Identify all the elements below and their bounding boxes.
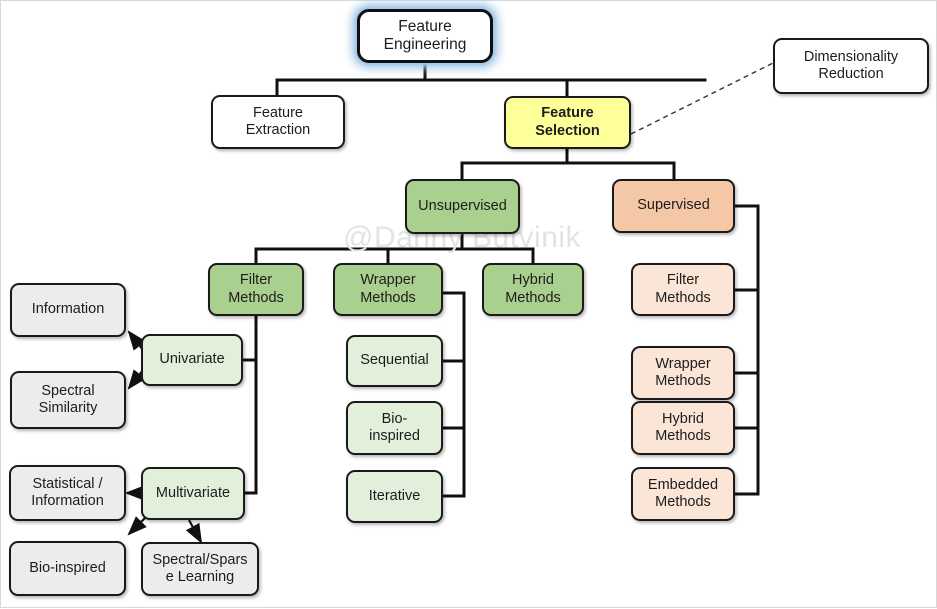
node-supervised[interactable]: Supervised: [612, 179, 735, 233]
node-unsupervised-hybrid-methods[interactable]: Hybrid Methods: [482, 263, 584, 316]
node-spectral-similarity[interactable]: Spectral Similarity: [10, 371, 126, 429]
node-label: Sequential: [360, 352, 429, 369]
node-label: Spectral/Spars e Learning: [152, 551, 248, 585]
node-statistical-information[interactable]: Statistical / Information: [9, 465, 126, 521]
node-bio-inspired-leaf[interactable]: Bio-inspired: [9, 541, 126, 596]
node-label: Wrapper Methods: [360, 272, 416, 306]
dashed-connector-dimensionality-reduction: [630, 62, 774, 135]
node-label: Supervised: [637, 197, 710, 214]
node-label: Bio- inspired: [369, 410, 420, 444]
node-label: Feature Selection: [535, 105, 600, 139]
node-bio-inspired[interactable]: Bio- inspired: [346, 401, 443, 455]
node-label: Dimensionality Reduction: [803, 48, 899, 82]
node-iterative[interactable]: Iterative: [346, 470, 443, 523]
node-label: Information: [31, 301, 105, 318]
node-label: Spectral Similarity: [38, 382, 98, 416]
node-label: Feature Engineering: [383, 17, 467, 53]
node-feature-engineering[interactable]: Feature Engineering: [357, 9, 493, 63]
node-feature-selection[interactable]: Feature Selection: [504, 96, 631, 149]
node-label: Unsupervised: [418, 197, 507, 214]
node-label: Univariate: [159, 351, 225, 368]
node-label: Multivariate: [155, 484, 231, 501]
node-label: Wrapper Methods: [655, 355, 711, 389]
node-label: Bio-inspired: [29, 559, 106, 576]
node-label: Hybrid Methods: [655, 410, 711, 444]
node-unsupervised-filter-methods[interactable]: Filter Methods: [208, 263, 304, 316]
node-supervised-embedded-methods[interactable]: Embedded Methods: [631, 467, 735, 521]
node-supervised-filter-methods[interactable]: Filter Methods: [631, 263, 735, 316]
node-supervised-hybrid-methods[interactable]: Hybrid Methods: [631, 401, 735, 455]
node-univariate[interactable]: Univariate: [141, 334, 243, 386]
node-label: Embedded Methods: [647, 476, 719, 510]
node-sequential[interactable]: Sequential: [346, 335, 443, 387]
node-label: Filter Methods: [228, 272, 284, 306]
node-unsupervised-wrapper-methods[interactable]: Wrapper Methods: [333, 263, 443, 316]
node-unsupervised[interactable]: Unsupervised: [405, 179, 520, 234]
node-label: Filter Methods: [655, 272, 711, 306]
node-multivariate[interactable]: Multivariate: [141, 467, 245, 520]
node-supervised-wrapper-methods[interactable]: Wrapper Methods: [631, 346, 735, 400]
node-label: Feature Extraction: [245, 104, 311, 138]
node-label: Hybrid Methods: [505, 272, 561, 306]
node-label: Iterative: [368, 487, 421, 504]
node-spectral-sparse-learning[interactable]: Spectral/Spars e Learning: [141, 542, 259, 596]
node-information[interactable]: Information: [10, 283, 126, 337]
node-feature-extraction[interactable]: Feature Extraction: [211, 95, 345, 149]
node-dimensionality-reduction[interactable]: Dimensionality Reduction: [773, 38, 929, 94]
node-label: Statistical / Information: [31, 475, 104, 509]
